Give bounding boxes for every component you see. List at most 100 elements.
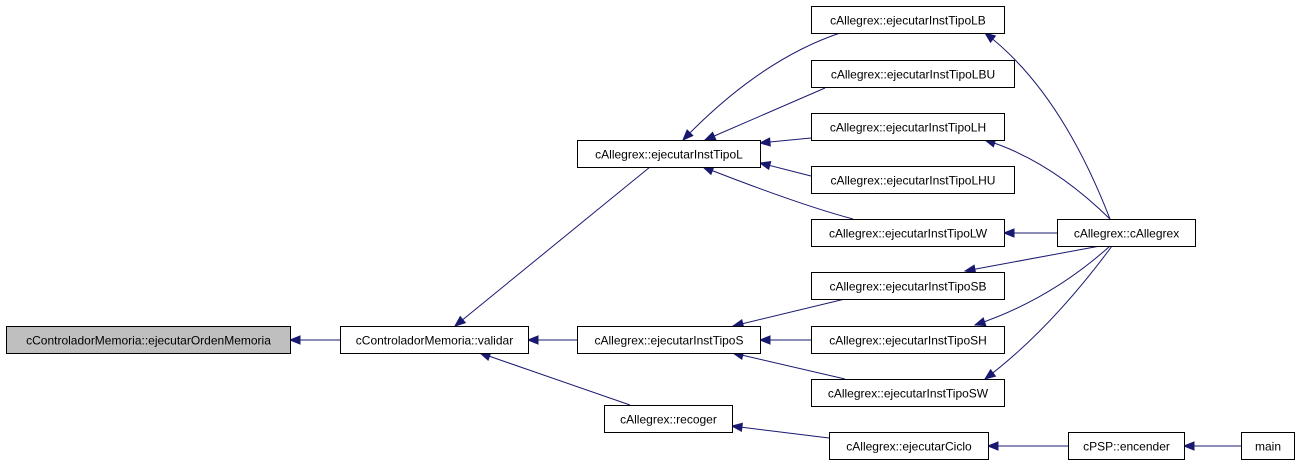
- edge-LHU-to-L: [758, 161, 812, 177]
- edge-line: [984, 139, 1111, 220]
- node-main[interactable]: main: [1241, 432, 1295, 460]
- edge-cA-to-SH: [973, 245, 1111, 327]
- arrowhead: [963, 264, 977, 274]
- node-box: [1068, 432, 1185, 460]
- arrowhead: [983, 32, 997, 44]
- node-root[interactable]: cControladorMemoria::ejecutarOrdenMemori…: [6, 326, 291, 354]
- edge-line: [984, 32, 1111, 220]
- edge-rec-to-val: [478, 351, 631, 406]
- edge-cA-to-LW: [1002, 228, 1057, 238]
- edge-SH-to-S: [758, 335, 811, 345]
- arrowhead: [1002, 228, 1015, 238]
- arrowhead: [758, 335, 771, 345]
- edge-line: [682, 32, 841, 141]
- edge-val-to-root: [288, 335, 340, 345]
- edge-line: [704, 87, 826, 141]
- node-box: [811, 272, 1005, 300]
- arrowhead: [983, 368, 997, 380]
- edge-line: [731, 425, 830, 439]
- edge-LH-to-L: [758, 137, 812, 147]
- node-rec[interactable]: cAllegrex::recoger: [604, 405, 733, 433]
- node-label: cAllegrex::ejecutarInstTipoLHU: [831, 174, 996, 188]
- node-LH[interactable]: cAllegrex::ejecutarInstTipoLH: [811, 113, 1005, 141]
- node-LB[interactable]: cAllegrex::ejecutarInstTipoLB: [811, 6, 1005, 34]
- edge-line: [702, 166, 854, 220]
- node-label: cAllegrex::ejecutarInstTipoL: [595, 148, 743, 162]
- edge-SB-to-S: [731, 298, 846, 329]
- edge-line: [964, 245, 1101, 272]
- node-label: cAllegrex::ejecutarInstTipoLB: [830, 14, 986, 28]
- edge-S-to-val: [526, 335, 577, 345]
- call-graph-nodes: cControladorMemoria::ejecutarOrdenMemori…: [6, 6, 1295, 460]
- node-box: [577, 140, 761, 168]
- node-SW[interactable]: cAllegrex::ejecutarInstTipoSW: [811, 379, 1005, 407]
- node-L[interactable]: cAllegrex::ejecutarInstTipoL: [577, 140, 761, 168]
- arrowhead: [526, 335, 539, 345]
- node-label: cAllegrex::ejecutarCiclo: [846, 440, 972, 454]
- node-label: cControladorMemoria::validar: [356, 334, 513, 348]
- edge-line: [479, 352, 631, 406]
- edge-L-to-val: [453, 166, 651, 327]
- node-label: cAllegrex::ejecutarInstTipoLW: [829, 227, 988, 241]
- edge-line: [974, 245, 1111, 326]
- node-box: [811, 379, 1005, 407]
- node-box: [811, 60, 1015, 88]
- edge-cA-to-SB: [963, 245, 1101, 274]
- node-box: [1057, 219, 1196, 247]
- arrowhead: [453, 315, 467, 327]
- node-box: [811, 326, 1005, 354]
- node-LHU[interactable]: cAllegrex::ejecutarInstTipoLHU: [811, 166, 1015, 194]
- edge-LB-to-L: [682, 32, 841, 141]
- edge-cA-to-SW: [983, 245, 1113, 380]
- node-label: cAllegrex::ejecutarInstTipoLBU: [831, 68, 995, 82]
- node-box: [811, 166, 1015, 194]
- arrowhead: [758, 161, 772, 171]
- node-label: cAllegrex::ejecutarInstTipoS: [595, 334, 744, 348]
- node-box: [340, 326, 529, 354]
- node-enc[interactable]: cPSP::encender: [1068, 432, 1185, 460]
- node-label: cAllegrex::cAllegrex: [1074, 227, 1179, 241]
- node-label: main: [1255, 440, 1281, 454]
- edge-line: [732, 298, 846, 327]
- arrowhead: [973, 317, 987, 327]
- arrowhead: [1182, 441, 1195, 451]
- node-box: [811, 219, 1005, 247]
- node-box: [811, 6, 1005, 34]
- node-label: cAllegrex::ejecutarInstTipoSH: [829, 334, 987, 348]
- node-label: cAllegrex::recoger: [620, 413, 717, 427]
- edge-SW-to-S: [731, 350, 846, 380]
- node-box: [811, 113, 1005, 141]
- edge-LBU-to-L: [703, 87, 826, 141]
- arrowhead: [288, 335, 301, 345]
- node-box: [6, 326, 291, 354]
- node-S[interactable]: cAllegrex::ejecutarInstTipoS: [577, 326, 761, 354]
- node-box: [604, 405, 733, 433]
- arrowhead: [703, 131, 717, 141]
- node-LBU[interactable]: cAllegrex::ejecutarInstTipoLBU: [811, 60, 1015, 88]
- edge-main-to-enc: [1182, 441, 1241, 451]
- call-graph-edges: [288, 32, 1241, 451]
- arrowhead: [682, 129, 694, 141]
- edge-enc-to-ciclo: [986, 441, 1068, 451]
- arrowhead: [986, 441, 999, 451]
- edge-ciclo-to-rec: [730, 422, 830, 439]
- node-SH[interactable]: cAllegrex::ejecutarInstTipoSH: [811, 326, 1005, 354]
- node-label: cAllegrex::ejecutarInstTipoSB: [830, 280, 987, 294]
- node-box: [1241, 432, 1295, 460]
- node-ciclo[interactable]: cAllegrex::ejecutarCiclo: [829, 432, 989, 460]
- node-box: [829, 432, 989, 460]
- edge-cA-to-LB: [983, 32, 1111, 220]
- arrowhead: [701, 166, 715, 176]
- arrowhead: [758, 137, 771, 147]
- edge-line: [454, 166, 651, 327]
- node-box: [577, 326, 761, 354]
- node-label: cAllegrex::ejecutarInstTipoLH: [830, 121, 986, 135]
- node-val[interactable]: cControladorMemoria::validar: [340, 326, 529, 354]
- node-label: cAllegrex::ejecutarInstTipoSW: [828, 387, 989, 401]
- edge-line: [732, 352, 846, 380]
- node-SB[interactable]: cAllegrex::ejecutarInstTipoSB: [811, 272, 1005, 300]
- node-cA[interactable]: cAllegrex::cAllegrex: [1057, 219, 1196, 247]
- node-LW[interactable]: cAllegrex::ejecutarInstTipoLW: [811, 219, 1005, 247]
- node-label: cControladorMemoria::ejecutarOrdenMemori…: [26, 334, 271, 348]
